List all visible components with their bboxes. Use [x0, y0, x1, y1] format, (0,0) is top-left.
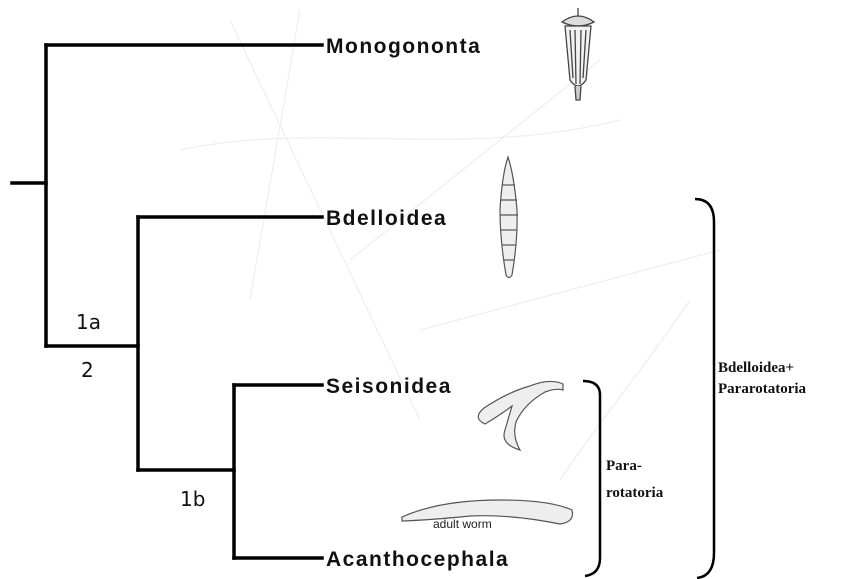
- adult-worm-caption: adult worm: [433, 517, 492, 531]
- bdelloidea-pararotatoria-label-line2: Pararotatoria: [718, 381, 807, 397]
- pararotatoria-label: Para- rotatoria: [606, 458, 664, 501]
- pararotatoria-bracket: [583, 381, 600, 576]
- label-acanthocephala: Acanthocephala: [326, 548, 509, 571]
- pararotatoria-label-line2: rotatoria: [606, 485, 664, 501]
- seisonidea-illustration: [478, 381, 563, 450]
- node-label-2: 2: [81, 358, 94, 382]
- background-watermark: [180, 10, 720, 480]
- node-label-1a: 1a: [76, 310, 101, 334]
- bdelloidea-pararotatoria-label: Bdelloidea+ Pararotatoria: [718, 360, 807, 397]
- node-label-1b: 1b: [180, 487, 205, 511]
- pararotatoria-label-line1: Para-: [606, 458, 642, 474]
- phylogenetic-tree: [12, 45, 322, 558]
- label-seisonidea: Seisonidea: [326, 375, 452, 398]
- acanthocephala-illustration: adult worm: [402, 500, 573, 531]
- bdelloidea-pararotatoria-label-line1: Bdelloidea+: [718, 360, 794, 376]
- label-monogononta: Monogononta: [326, 35, 481, 58]
- bdelloidea-illustration: [500, 157, 518, 278]
- label-bdelloidea: Bdelloidea: [326, 207, 447, 230]
